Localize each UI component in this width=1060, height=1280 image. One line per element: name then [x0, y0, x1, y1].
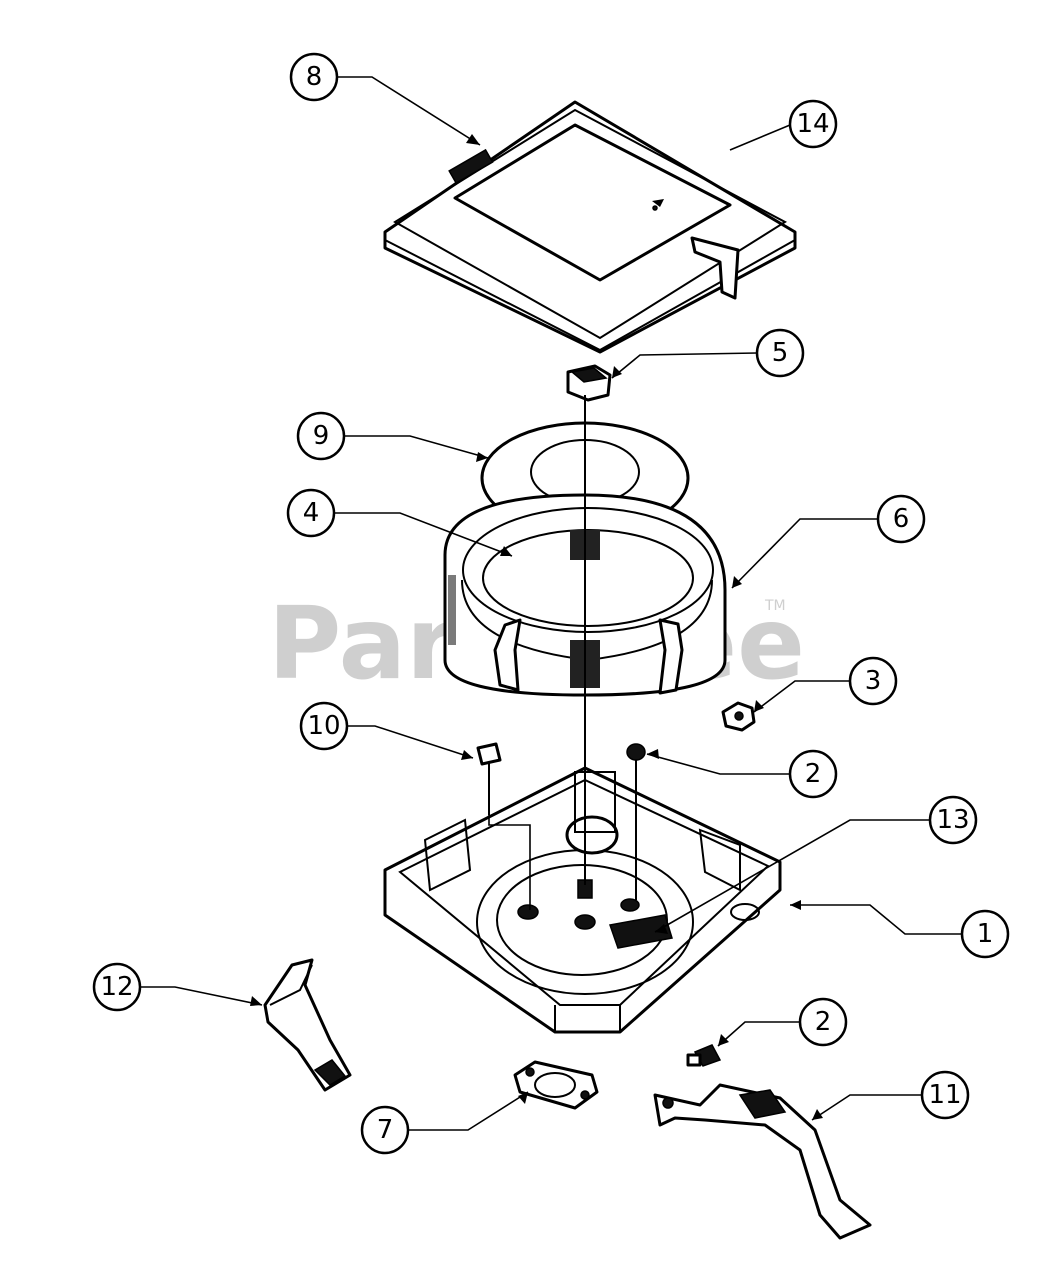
svg-text:1: 1: [977, 919, 994, 949]
leader-10: [347, 725, 474, 759]
leader-14: [729, 124, 791, 151]
cover-part: [383, 100, 797, 354]
leader-3: [753, 680, 850, 713]
svg-text:7: 7: [377, 1115, 394, 1145]
duct-part: [263, 958, 352, 1092]
leader-11: [811, 1094, 922, 1121]
leader-2-lower: [717, 1021, 800, 1047]
callout-8: 8: [289, 52, 339, 102]
svg-text:6: 6: [893, 504, 910, 534]
callout-4: 4: [286, 488, 336, 538]
callout-5: 5: [755, 328, 805, 378]
callout-6: 6: [876, 494, 926, 544]
knob-part: [566, 364, 612, 402]
nut-part: [721, 701, 756, 732]
svg-text:4: 4: [303, 498, 320, 528]
svg-text:13: 13: [936, 805, 969, 835]
callout-14: 14: [788, 99, 838, 149]
watermark-trademark: TM: [764, 598, 786, 614]
leader-2-upper: [646, 753, 790, 775]
svg-text:12: 12: [100, 972, 133, 1002]
screw-part-2-upper: [626, 743, 646, 900]
svg-text:5: 5: [772, 338, 789, 368]
svg-text:9: 9: [313, 421, 330, 451]
svg-text:11: 11: [928, 1080, 961, 1110]
bracket-part: [653, 1083, 872, 1240]
svg-text:2: 2: [805, 759, 822, 789]
callout-2-upper: 2: [788, 749, 838, 799]
callout-12: 12: [92, 962, 142, 1012]
leader-4: [334, 512, 513, 557]
leader-7: [408, 1091, 529, 1131]
gasket-part: [513, 1060, 599, 1110]
screw-part-2-lower: [686, 1044, 722, 1067]
svg-text:3: 3: [865, 666, 882, 696]
callout-10: 10: [299, 701, 349, 751]
svg-text:10: 10: [307, 711, 340, 741]
bolt-part-10: [476, 742, 531, 910]
callout-9: 9: [296, 411, 346, 461]
svg-text:8: 8: [306, 62, 323, 92]
arrowheads: [250, 134, 823, 1120]
callout-1: 1: [960, 909, 1010, 959]
callout-2-lower: 2: [798, 997, 848, 1047]
svg-text:2: 2: [815, 1007, 832, 1037]
leader-6: [731, 518, 878, 589]
leader-9: [344, 435, 489, 459]
leader-8: [338, 76, 481, 146]
base-part: [383, 766, 782, 1034]
leader-1: [790, 904, 962, 935]
leader-5: [611, 352, 758, 379]
callout-3: 3: [848, 656, 898, 706]
callout-11: 11: [920, 1070, 970, 1120]
svg-text:14: 14: [796, 109, 829, 139]
callout-13: 13: [928, 795, 978, 845]
callout-7: 7: [360, 1105, 410, 1155]
leader-13: [654, 819, 930, 933]
leader-12: [140, 986, 263, 1006]
